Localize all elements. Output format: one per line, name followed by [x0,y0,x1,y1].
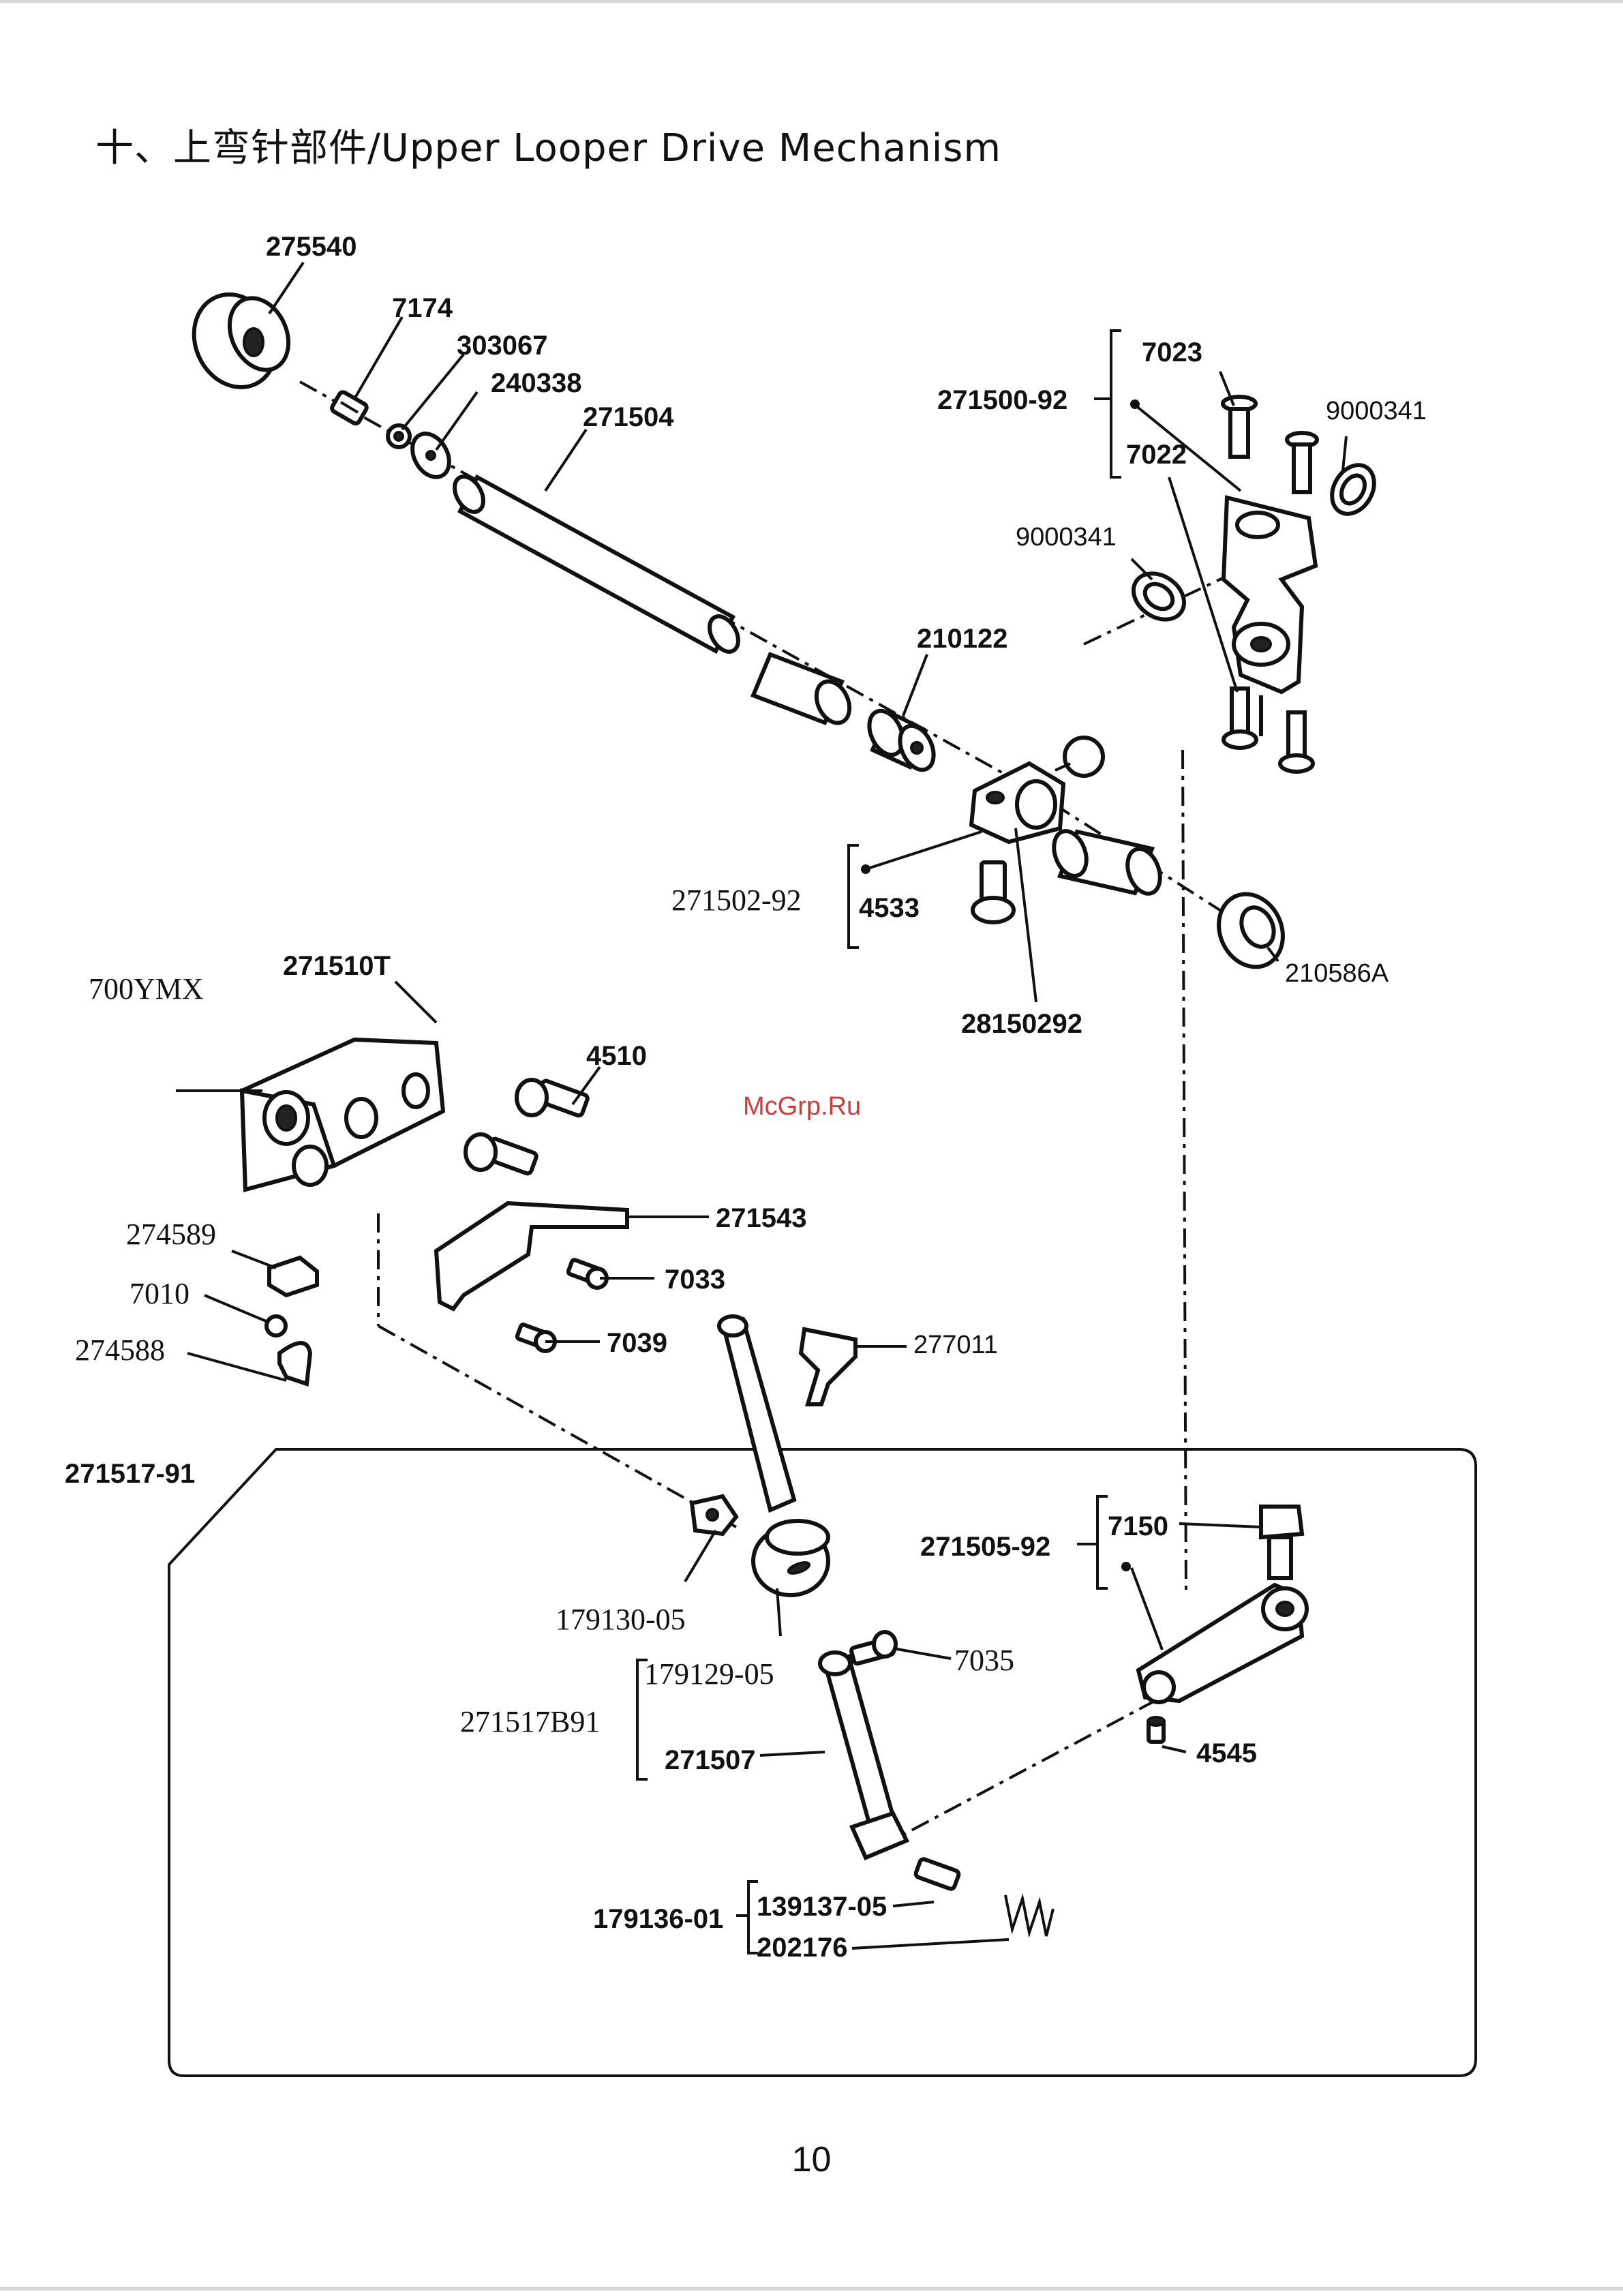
bearing-275540-icon [192,292,291,390]
shaft-271504-icon [453,474,740,654]
label-303067: 303067 [457,331,547,361]
label-274588: 274588 [75,1333,165,1367]
label-7174: 7174 [392,293,453,323]
label-271505-92: 271505-92 [920,1532,1050,1562]
crank-dot [1130,399,1140,409]
arm-271505-92-icon [1136,1582,1309,1704]
label-210586A: 210586A [1285,959,1389,988]
label-271517B91: 271517B91 [460,1705,600,1738]
page-number: 10 [791,2140,832,2179]
thrust-collar-240338-icon [410,432,451,479]
label-7150: 7150 [1108,1511,1168,1541]
joint-dot [861,864,870,874]
screw-7022-lower-icon [1222,686,1258,750]
label-7033: 7033 [665,1265,725,1295]
label-271510T: 271510T [283,951,391,981]
housing-271510T-icon [239,1037,446,1192]
label-275540: 275540 [266,232,357,262]
label-28150292: 28150292 [961,1009,1082,1039]
bearing-210586A-icon [1217,892,1285,969]
label-7039: 7039 [607,1328,667,1358]
label-179130-05: 179130-05 [556,1603,686,1636]
label-9000341-left: 9000341 [1016,523,1117,552]
label-139137-05: 139137-05 [757,1892,887,1922]
label-277011: 277011 [913,1331,998,1359]
label-210122: 210122 [917,624,1007,654]
label-700YMX: 700YMX [89,972,204,1006]
screw-7010-icon [264,1314,288,1338]
bushing-210122-icon [867,708,936,772]
page-top-rule [0,0,1623,3]
screw-7023-icon [1221,395,1258,459]
screw-4510-lower-icon [464,1132,539,1176]
link-277011-icon [798,1327,858,1406]
screw-4545-icon [1147,1716,1166,1744]
arm-dot [1121,1562,1131,1571]
page-title: 十、上弯针部件/Upper Looper Drive Mechanism [95,126,1002,170]
label-274589: 274589 [126,1218,216,1251]
label-271507: 271507 [665,1745,755,1775]
joint-28150292-icon [969,736,1105,845]
assembly-box-271517-91 [168,1448,1477,2077]
centerline-arm-to-rod [879,1676,1200,1849]
crank-271500-92-icon [1221,495,1318,736]
part-labels: 275540 7174 303067 240338 271504 210122 … [65,232,1427,1963]
centerline-housing-diagonal [378,1325,737,1528]
label-271543: 271543 [716,1203,806,1233]
bolt-7150-icon [1259,1505,1305,1580]
bushing-left-icon [750,652,852,725]
screw-4533-icon [971,860,1016,924]
label-4545: 4545 [1196,1738,1257,1768]
screw-upper-right-icon [1285,431,1319,494]
label-7035: 7035 [954,1644,1014,1677]
screw-7039-icon [515,1323,557,1353]
spring-202176-icon [1004,1893,1055,1938]
label-179136-01: 179136-01 [593,1904,723,1934]
label-9000341-right: 9000341 [1326,397,1427,425]
rod-upper-icon [717,1314,797,1513]
label-271500-92: 271500-92 [937,385,1067,415]
spring-274588-icon [277,1341,313,1387]
centerline-vertical-link [1181,749,1187,1596]
leader-lines [187,261,1348,1954]
collar-179129-05-icon [751,1519,830,1597]
screw-4510-upper-icon [515,1078,590,1118]
label-7023: 7023 [1142,337,1202,367]
screw-lower-right-icon [1278,710,1315,774]
washer-9000341-left-icon [1131,571,1187,622]
label-271504: 271504 [583,402,674,432]
nut-179130-05-icon [689,1494,739,1537]
label-4510: 4510 [586,1041,647,1071]
label-271502-92: 271502-92 [671,883,802,917]
label-179129-05: 179129-05 [644,1657,774,1691]
washer-303067-icon [386,423,412,449]
bushing-lower-icon [1052,829,1162,896]
bracket-271543-icon [434,1200,629,1312]
rod-271507-icon [818,1650,910,1860]
washer-9000341-right-icon [1330,463,1376,516]
label-7022: 7022 [1126,440,1187,470]
label-240338: 240338 [491,368,581,398]
set-screw-7174-icon [330,390,369,426]
pin-139137-05-icon [913,1857,961,1891]
label-202176: 202176 [757,1933,847,1963]
page-bottom-rule [0,2287,1623,2291]
watermark: McGrp.Ru [743,1092,862,1121]
clip-274589-icon [267,1255,319,1298]
label-4533: 4533 [859,893,920,923]
label-271517-91: 271517-91 [65,1459,195,1489]
label-7010: 7010 [130,1277,189,1310]
screw-7033-icon [566,1258,609,1290]
screw-7035-icon [849,1630,898,1666]
